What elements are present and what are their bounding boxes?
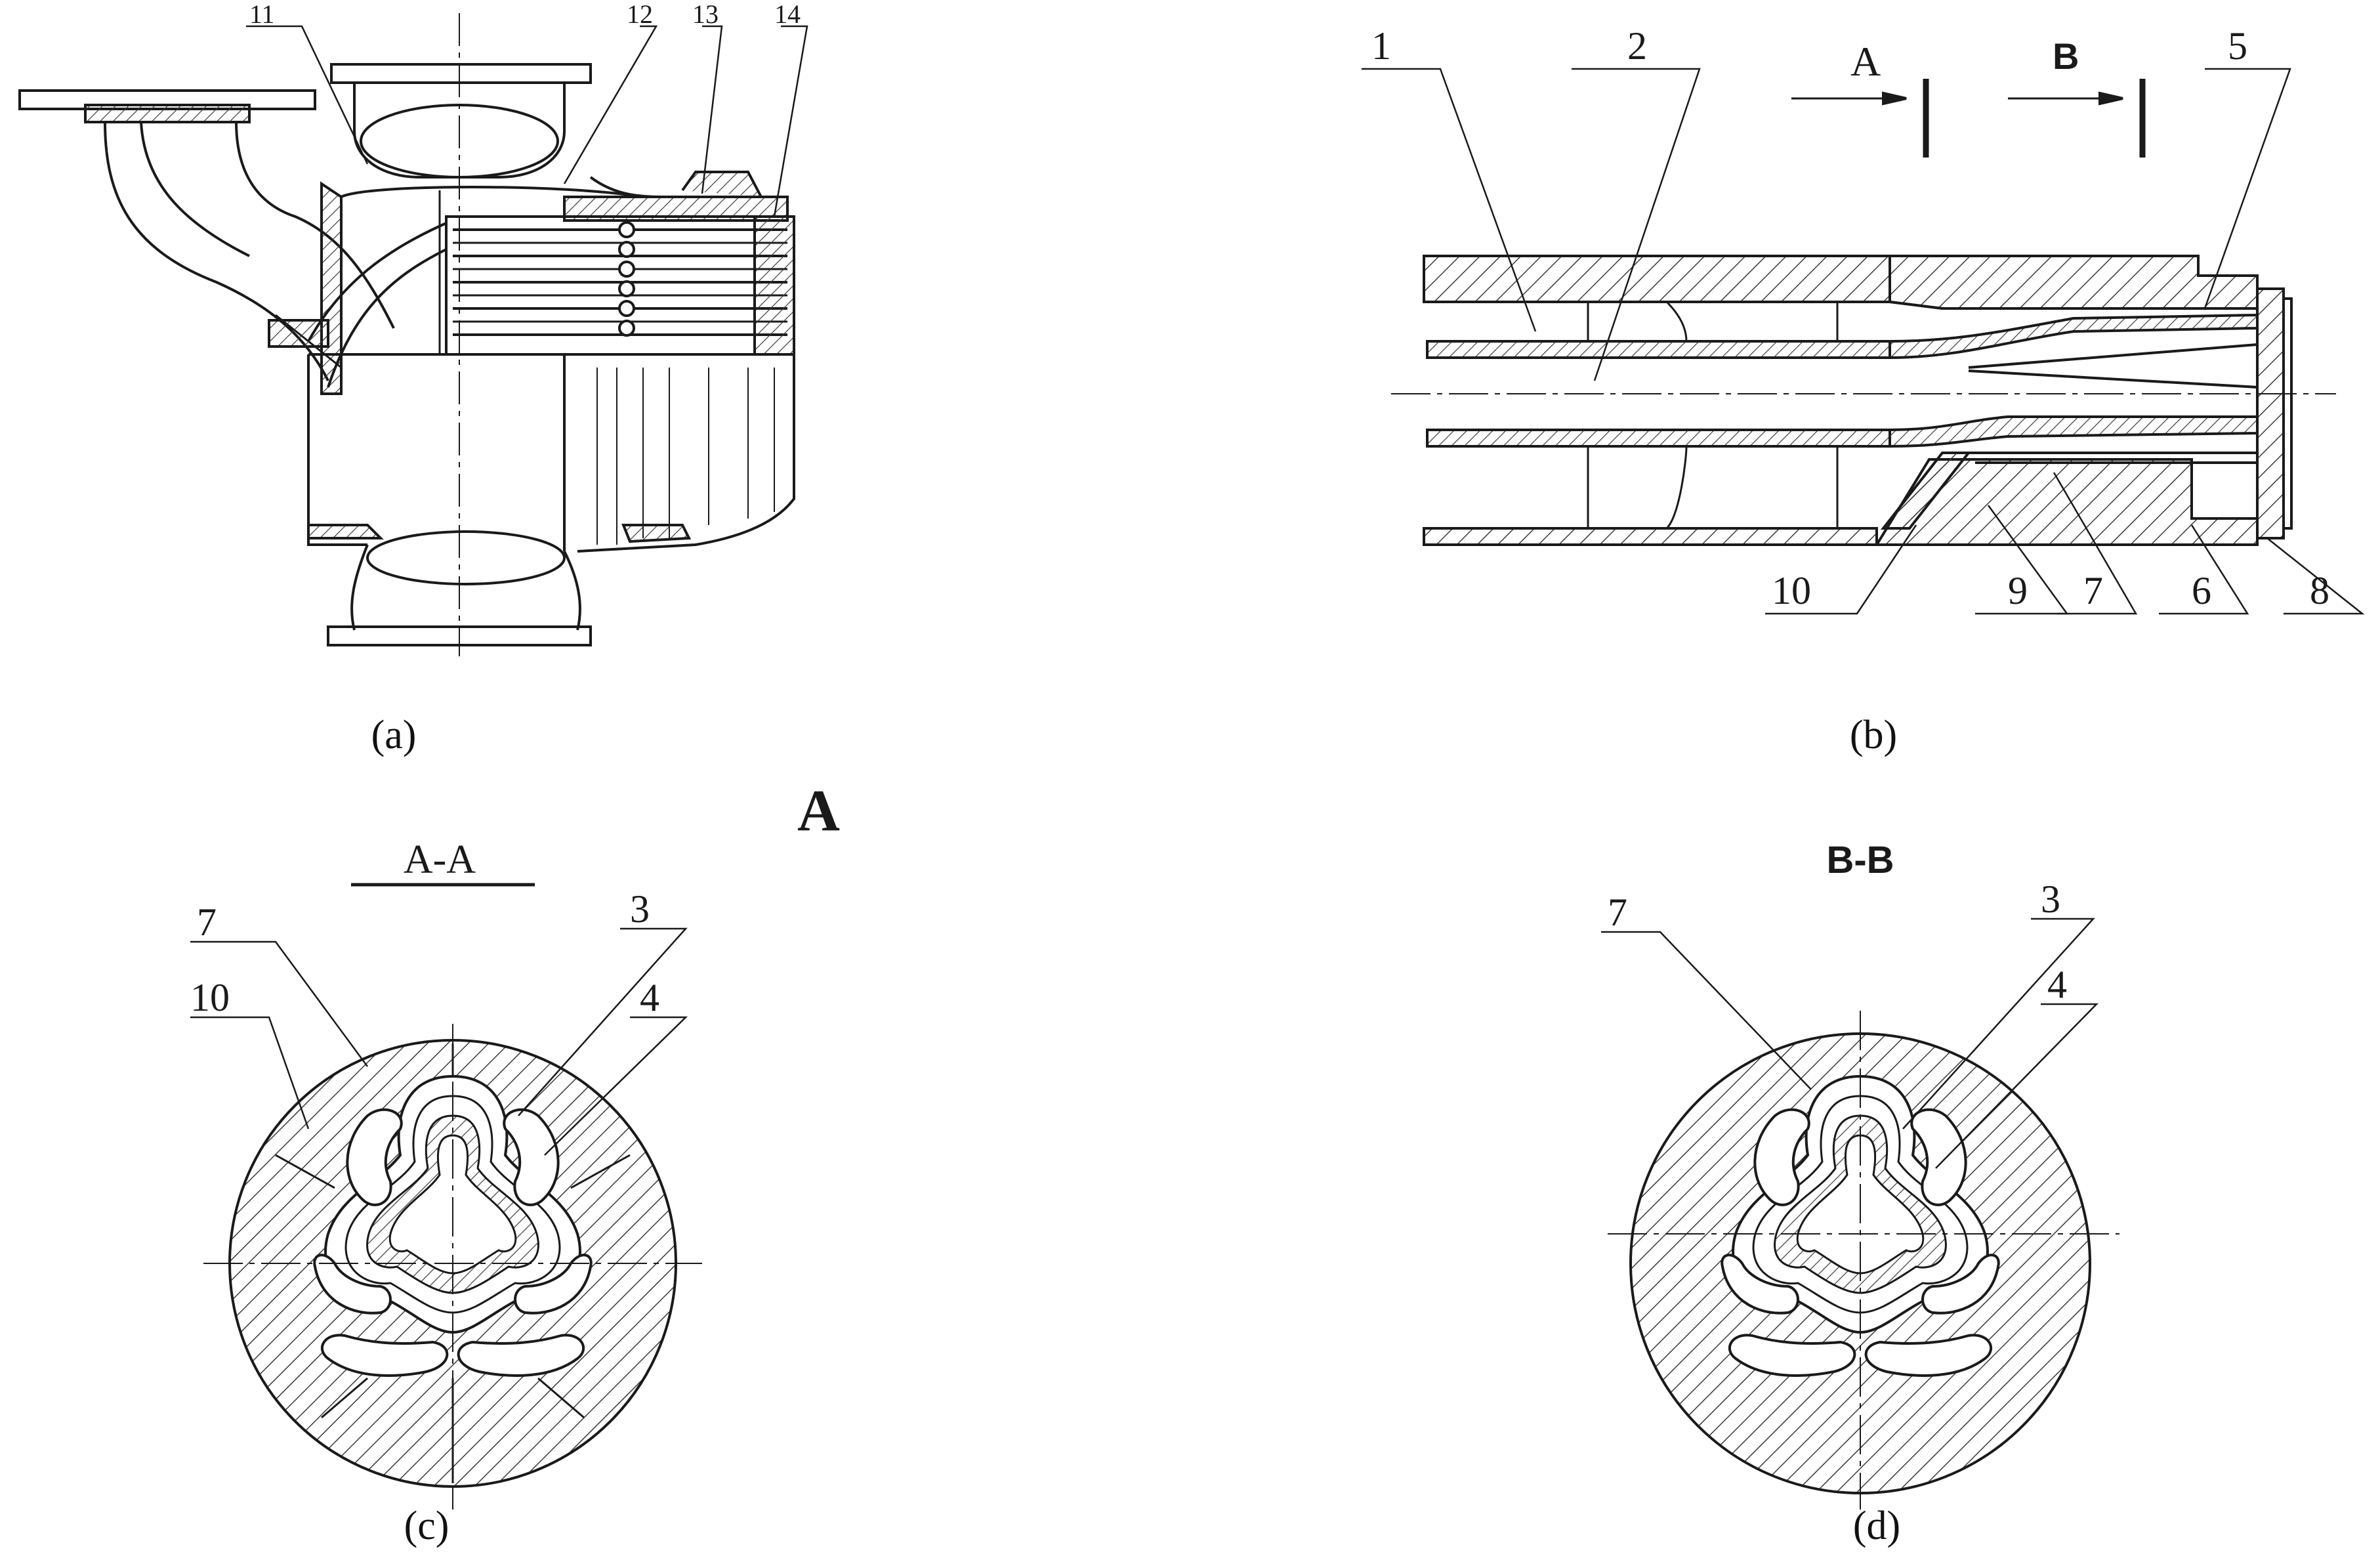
callout-b-2: 2 [1627, 24, 1647, 68]
caption-c: (c) [404, 1504, 449, 1548]
callout-b-7: 7 [2083, 569, 2103, 612]
callout-a-12: 12 [627, 0, 653, 29]
panel-d-drawing [1608, 1011, 2119, 1509]
callout-d-3: 3 [2041, 877, 2060, 921]
panel-d-leaders [1601, 918, 2098, 1169]
callout-a-14: 14 [774, 0, 801, 29]
callout-b-9: 9 [2008, 569, 2028, 612]
panel-b-leaders [1362, 68, 2365, 615]
callout-b-6: 6 [2192, 569, 2211, 612]
panel-a-leaders [246, 25, 808, 217]
callout-b-1: 1 [1371, 24, 1391, 68]
callout-c-10: 10 [190, 976, 230, 1019]
view-letter-a: A [797, 778, 840, 843]
callout-d-7: 7 [1608, 891, 1627, 934]
caption-d: (d) [1853, 1504, 1900, 1548]
caption-a: (a) [371, 713, 417, 757]
section-mark-b: B [2053, 35, 2079, 77]
callout-b-10: 10 [1772, 569, 1811, 612]
panel-a-drawing [18, 13, 795, 656]
callout-d-4: 4 [2047, 963, 2067, 1006]
section-mark-a: A [1850, 38, 1881, 85]
callout-a-11: 11 [249, 0, 275, 29]
callout-a-13: 13 [692, 0, 719, 29]
callout-b-5: 5 [2228, 24, 2247, 68]
caption-b: (b) [1850, 713, 1897, 757]
panel-c-drawing [203, 1024, 702, 1509]
callout-b-8: 8 [2310, 569, 2329, 612]
panel-c-leaders [190, 927, 688, 1156]
callout-c-4: 4 [640, 976, 659, 1019]
callout-c-3: 3 [630, 887, 650, 931]
section-title-b-b: B-B [1826, 839, 1894, 881]
impeller-stack [445, 215, 795, 499]
panel-b-drawing [1391, 79, 2336, 546]
callout-c-7: 7 [197, 900, 217, 944]
section-title-a-a: A-A [404, 837, 476, 882]
